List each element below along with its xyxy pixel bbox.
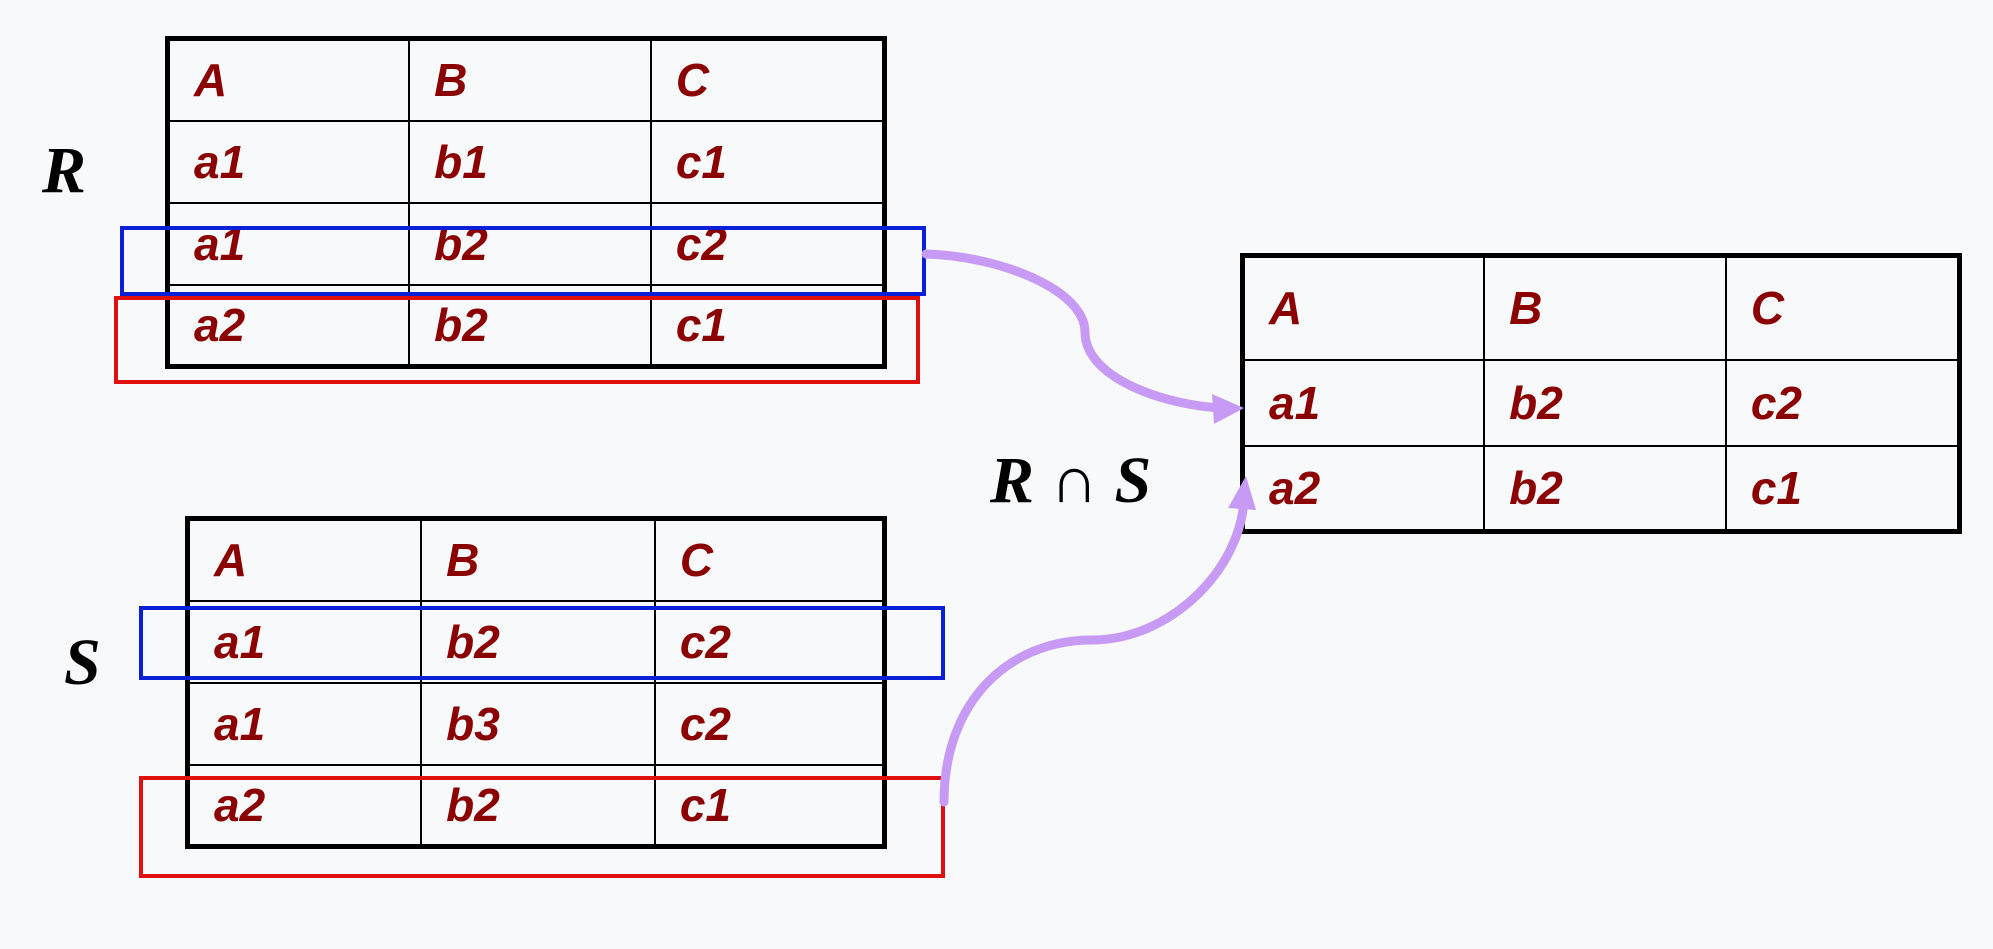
header-cell: A xyxy=(187,518,423,602)
table-cell: c2 xyxy=(653,599,885,684)
table-cell: c1 xyxy=(649,119,885,204)
table-header-row: A B C xyxy=(187,518,885,602)
table-row: a1 b2 c2 xyxy=(167,201,885,286)
table-row: a1 b3 c2 xyxy=(187,681,885,766)
table-cell: b2 xyxy=(408,201,652,286)
s-highlight-blue xyxy=(139,606,945,680)
relation-r-label: R xyxy=(42,134,87,207)
table-cell: b2 xyxy=(1483,358,1727,447)
table-row: a1 b2 c2 xyxy=(187,599,885,684)
table-cell: b2 xyxy=(420,599,656,684)
table-cell: c1 xyxy=(1724,444,1960,532)
arrow-s-to-result xyxy=(939,495,1249,807)
intersection-label: R ∩ S xyxy=(990,444,1152,517)
header-cell: C xyxy=(649,38,885,122)
relation-s-label: S xyxy=(64,626,101,699)
r-highlight-blue xyxy=(120,226,926,296)
table-cell: c2 xyxy=(653,681,885,766)
header-cell: B xyxy=(420,518,656,602)
table-row: a2 b2 c1 xyxy=(1242,444,1960,532)
table-cell: b2 xyxy=(1483,444,1727,532)
table-cell: a2 xyxy=(1242,444,1486,532)
table-cell: a1 xyxy=(167,119,411,204)
arrow-r-to-result xyxy=(921,249,1227,413)
relation-s-table: A B C a1 b2 c2 a1 b3 c2 a2 b2 c1 xyxy=(185,516,887,849)
relation-r-table: A B C a1 b1 c1 a1 b2 c2 a2 b2 c1 xyxy=(165,36,887,369)
r-highlight-red xyxy=(114,296,920,384)
table-cell: b1 xyxy=(408,119,652,204)
header-cell: B xyxy=(408,38,652,122)
arrowhead-s-to-result xyxy=(1228,476,1256,510)
table-cell: c2 xyxy=(1724,358,1960,447)
header-cell: C xyxy=(653,518,885,602)
header-cell: B xyxy=(1483,255,1727,361)
s-highlight-red xyxy=(139,776,945,878)
table-cell: a1 xyxy=(1242,358,1486,447)
header-cell: A xyxy=(1242,255,1486,361)
header-cell: C xyxy=(1724,255,1960,361)
table-cell: b3 xyxy=(420,681,656,766)
header-cell: A xyxy=(167,38,411,122)
table-row: a1 b1 c1 xyxy=(167,119,885,204)
table-row: a1 b2 c2 xyxy=(1242,358,1960,447)
table-header-row: A B C xyxy=(167,38,885,122)
table-header-row: A B C xyxy=(1242,255,1960,361)
table-cell: a1 xyxy=(187,681,423,766)
arrowhead-r-to-result xyxy=(1212,394,1244,424)
table-cell: a1 xyxy=(187,599,423,684)
intersection-result-table: A B C a1 b2 c2 a2 b2 c1 xyxy=(1240,253,1962,534)
